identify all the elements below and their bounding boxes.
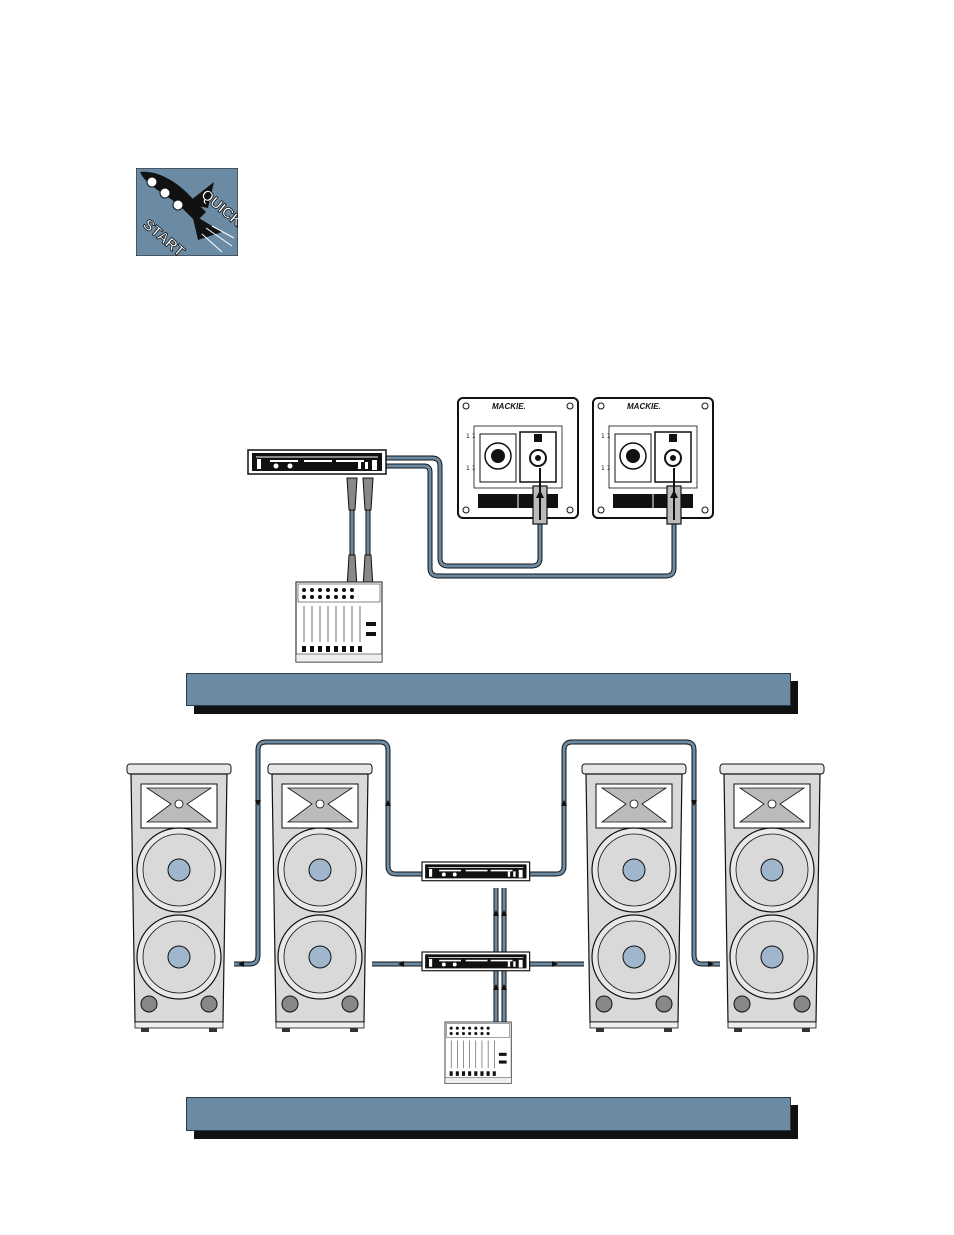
speaker-panel-left: MACKIE. (458, 398, 578, 518)
amplifier-bottom-1 (422, 862, 530, 881)
mixer-bottom (445, 1022, 511, 1084)
amplifier-bottom-2 (422, 952, 530, 971)
mixer-top (296, 582, 382, 662)
speaker-cabinet-4 (720, 764, 824, 1032)
speaker-cabinet-3 (582, 764, 686, 1032)
speaker-panel-right: MACKIE. (593, 398, 713, 518)
panel-brand-right: MACKIE. (627, 402, 661, 411)
panel-brand-left: MACKIE. (492, 402, 526, 411)
speaker-cabinet-1 (127, 764, 231, 1032)
speaker-cabinet-2 (268, 764, 372, 1032)
amplifier-top (248, 450, 386, 474)
